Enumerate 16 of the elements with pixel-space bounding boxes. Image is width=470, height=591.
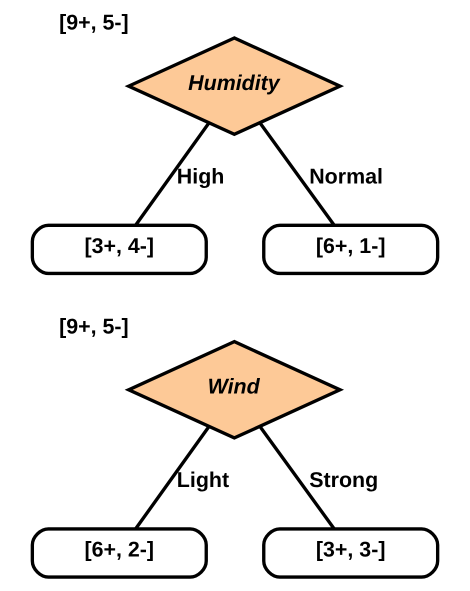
connector: [258, 425, 336, 530]
node-label: [9+, 5-]: [59, 10, 129, 35]
node-label: [9+, 5-]: [59, 314, 129, 338]
edge-label: Strong: [309, 468, 378, 492]
connector: [134, 426, 210, 530]
node-diamond: Humidity: [124, 36, 344, 136]
node-box: [6+, 2-]: [30, 527, 208, 579]
node-diamond: Wind: [124, 340, 344, 440]
connector: [134, 122, 210, 226]
edge-label: Normal: [309, 164, 383, 189]
node-box: [3+, 4-]: [30, 224, 208, 276]
edge-label: High: [176, 164, 224, 189]
node-box: [6+, 1-]: [262, 224, 440, 276]
connector: [258, 122, 336, 226]
node-box: [3+, 3-]: [262, 527, 440, 579]
edge-label: Light: [176, 468, 230, 492]
